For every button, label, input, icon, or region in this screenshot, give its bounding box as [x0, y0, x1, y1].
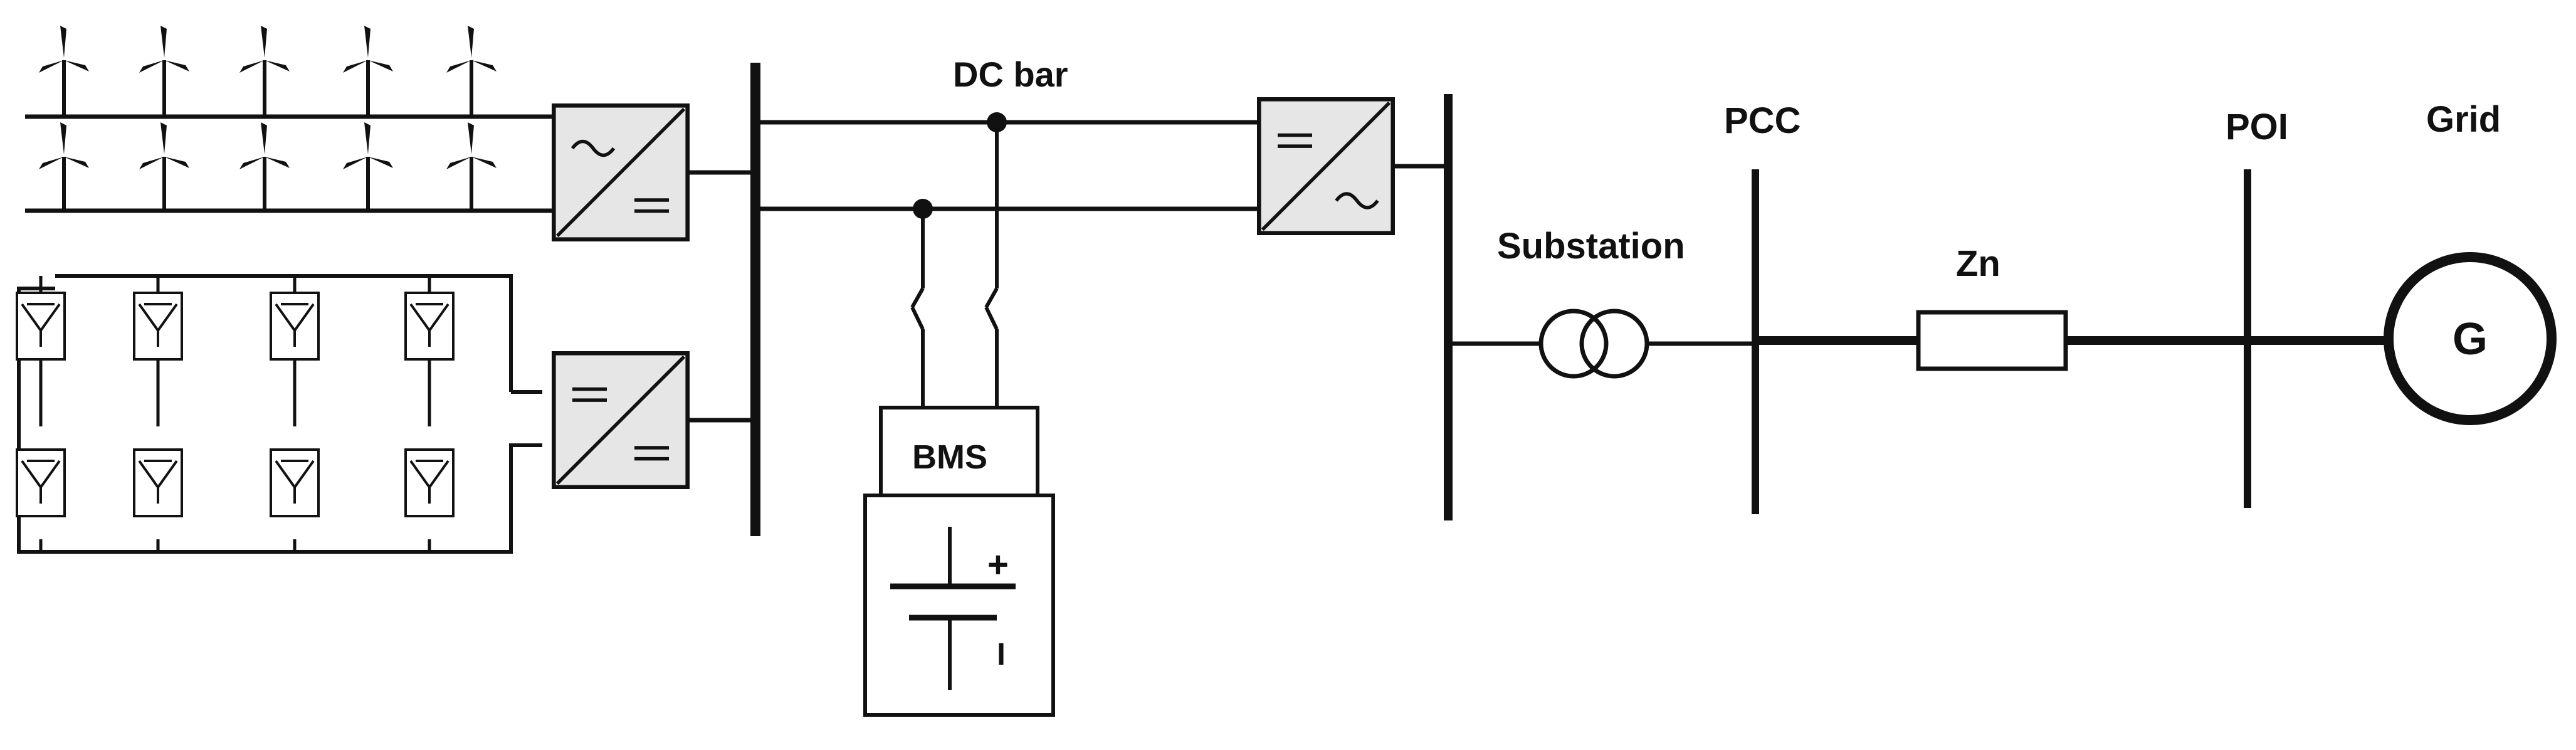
- transformer-icon: [1538, 309, 1649, 379]
- wind-turbine-row-top: [25, 26, 552, 119]
- pv-panel-icon: [134, 450, 182, 516]
- breaker-icon: [984, 287, 999, 408]
- dc-bar: [755, 112, 1257, 219]
- pv-panel-icon: [406, 450, 453, 516]
- pcc-label: PCC: [1724, 100, 1801, 141]
- dc-bar-label: DC bar: [953, 55, 1068, 94]
- poi-label: POI: [2226, 107, 2288, 147]
- wind-turbine-row-bottom: [25, 122, 552, 213]
- pv-panel-icon: [270, 292, 320, 361]
- pv-panel-icon: [17, 450, 65, 516]
- pv-panel-icon: [271, 450, 318, 516]
- battery-feed: [910, 122, 999, 408]
- battery-plus-label: +: [987, 544, 1009, 585]
- dc-dc-converter: [554, 353, 687, 487]
- battery-icon: [863, 494, 1055, 717]
- pv-array: [16, 274, 542, 554]
- breaker-icon: [910, 287, 925, 408]
- ac-dc-converter: [554, 105, 687, 239]
- impedance-zn: [1916, 310, 2068, 371]
- bms-box: [879, 406, 1039, 497]
- dc-ac-inverter: [1259, 99, 1392, 233]
- substation-label: Substation: [1497, 226, 1685, 267]
- bms-label: BMS: [912, 438, 987, 476]
- pv-panel-icon: [404, 292, 455, 361]
- battery-minus-label: I: [997, 636, 1006, 672]
- generator-label: G: [2452, 314, 2488, 364]
- pv-panel-icon: [133, 292, 183, 361]
- grid-label: Grid: [2426, 99, 2501, 140]
- pv-panel-icon: [16, 292, 66, 361]
- generator-icon: [2384, 252, 2557, 425]
- zn-label: Zn: [1956, 243, 2000, 284]
